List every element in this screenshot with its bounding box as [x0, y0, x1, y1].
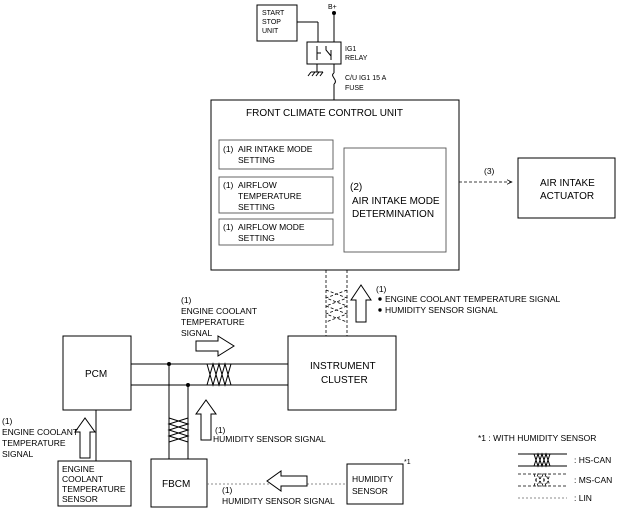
sensor-label-4: SENSOR: [62, 494, 98, 504]
fuse-icon: [332, 72, 336, 85]
ms-can-legend-icon: [518, 472, 567, 488]
ig1-relay-label-2: RELAY: [345, 55, 368, 62]
determination-num: (2): [350, 182, 362, 193]
sensor-to-pcm-signal-arrow: [74, 417, 96, 459]
legend-note: *1 : WITH HUMIDITY SENSOR: [478, 433, 596, 443]
sensor-label-3: TEMPERATURE: [62, 484, 126, 494]
airflow-temperature-setting-block: (1) AIRFLOW TEMPERATURE SETTING: [218, 176, 334, 214]
fbcm-label: FBCM: [162, 479, 190, 490]
airflow-mode-setting-num: (1): [223, 222, 234, 232]
humidity-sensor-label-1: HUMIDITY: [352, 474, 393, 484]
actuator-label-2: ACTUATOR: [540, 191, 594, 202]
fccu-title: FRONT CLIMATE CONTROL UNIT: [246, 108, 403, 119]
humidity-to-fbcm-signal-arrow: [266, 470, 308, 492]
air-intake-mode-setting-num: (1): [223, 144, 234, 154]
ig1-relay-label-1: IG1: [345, 46, 356, 53]
bullet-icon: [378, 297, 382, 301]
legend-hs-can: : HS-CAN: [574, 455, 611, 465]
pcm-signal-line-1: ENGINE COOLANT: [181, 306, 257, 316]
air-intake-mode-setting-line-2: SETTING: [238, 155, 275, 165]
ig1-relay: IG1 RELAY: [306, 41, 368, 65]
pcm-signal-line-2: TEMPERATURE: [181, 317, 245, 327]
air-intake-mode-setting-block: (1) AIR INTAKE MODE SETTING: [218, 139, 334, 170]
fbcm-signal-num: (1): [215, 425, 226, 435]
sensor-signal-line-3: SIGNAL: [2, 449, 33, 459]
determination-line-1: AIR INTAKE MODE: [352, 196, 440, 207]
sensor-signal-line-1: ENGINE COOLANT: [2, 427, 78, 437]
hs-can-bus-fbcm-branch: [167, 364, 190, 459]
hs-can-bus-pcm-cluster: [131, 362, 288, 387]
start-stop-unit-label-1: START: [262, 10, 285, 17]
legend: *1 : WITH HUMIDITY SENSOR : HS-CAN : MS-…: [478, 433, 612, 503]
pcm-label: PCM: [85, 369, 107, 380]
legend-ms-can: : MS-CAN: [574, 475, 612, 485]
engine-coolant-temperature-sensor: ENGINE COOLANT TEMPERATURE SENSOR: [57, 460, 132, 507]
front-climate-control-unit: FRONT CLIMATE CONTROL UNIT (1) AIR INTAK…: [210, 99, 460, 271]
humidity-sensor: HUMIDITY SENSOR *1: [346, 459, 411, 505]
sensor-signal-num: (1): [2, 416, 13, 426]
fbcm-signal-text: HUMIDITY SENSOR SIGNAL: [213, 434, 326, 444]
cluster-signals-num: (1): [376, 284, 387, 294]
airflow-mode-setting-block: (1) AIRFLOW MODE SETTING: [218, 218, 334, 246]
air-intake-actuator: AIR INTAKE ACTUATOR: [517, 157, 616, 219]
start-stop-unit-label-2: STOP: [262, 19, 281, 26]
humidity-sensor-note-mark: *1: [404, 459, 411, 466]
cluster-to-fccu-signal-arrow: [350, 284, 372, 323]
relay-ground-icon: [307, 64, 324, 77]
fbcm-to-cluster-signal-arrow: [195, 399, 217, 441]
fbcm: FBCM: [150, 458, 208, 508]
cluster-signal-engine-coolant: ENGINE COOLANT TEMPERATURE SIGNAL: [385, 294, 561, 304]
start-stop-unit: START STOP UNIT: [256, 4, 298, 42]
airflow-temperature-setting-num: (1): [223, 180, 234, 190]
determination-line-2: DETERMINATION: [352, 209, 434, 220]
humidity-signal-text: HUMIDITY SENSOR SIGNAL: [222, 496, 335, 506]
hs-can-legend-icon: [518, 452, 567, 468]
fuse-label-2: FUSE: [345, 85, 364, 92]
air-intake-mode-setting-line-1: AIR INTAKE MODE: [238, 144, 313, 154]
airflow-temperature-setting-line-2: TEMPERATURE: [238, 191, 302, 201]
cluster-signal-humidity: HUMIDITY SENSOR SIGNAL: [385, 305, 498, 315]
airflow-mode-setting-line-1: AIRFLOW MODE: [238, 222, 305, 232]
instrument-cluster: INSTRUMENT CLUSTER: [287, 335, 397, 411]
sensor-label-1: ENGINE: [62, 464, 95, 474]
cluster-label-2: CLUSTER: [321, 375, 368, 386]
airflow-temperature-setting-line-1: AIRFLOW: [238, 180, 277, 190]
battery-label: B+: [328, 4, 337, 11]
legend-lin: : LIN: [574, 493, 592, 503]
cluster-label-1: INSTRUMENT: [310, 361, 376, 372]
pcm-signal-line-3: SIGNAL: [181, 328, 212, 338]
air-intake-mode-determination-block: (2) AIR INTAKE MODE DETERMINATION: [343, 147, 447, 253]
actuator-label-1: AIR INTAKE: [540, 178, 595, 189]
actuator-signal-num: (3): [484, 166, 495, 176]
pcm-signal-num: (1): [181, 295, 192, 305]
sensor-signal-line-2: TEMPERATURE: [2, 438, 66, 448]
airflow-temperature-setting-line-3: SETTING: [238, 202, 275, 212]
humidity-sensor-label-2: SENSOR: [352, 486, 388, 496]
airflow-mode-setting-line-2: SETTING: [238, 233, 275, 243]
bullet-icon: [378, 308, 382, 312]
pcm: PCM: [62, 335, 132, 411]
pcm-to-cluster-signal-arrow: [195, 335, 235, 357]
sensor-label-2: COOLANT: [62, 474, 103, 484]
ms-can-bus-fccu-cluster: [324, 270, 349, 336]
humidity-signal-num: (1): [222, 485, 233, 495]
start-stop-unit-label-3: UNIT: [262, 28, 279, 35]
fuse-label-1: C/U IG1 15 A: [345, 75, 387, 82]
